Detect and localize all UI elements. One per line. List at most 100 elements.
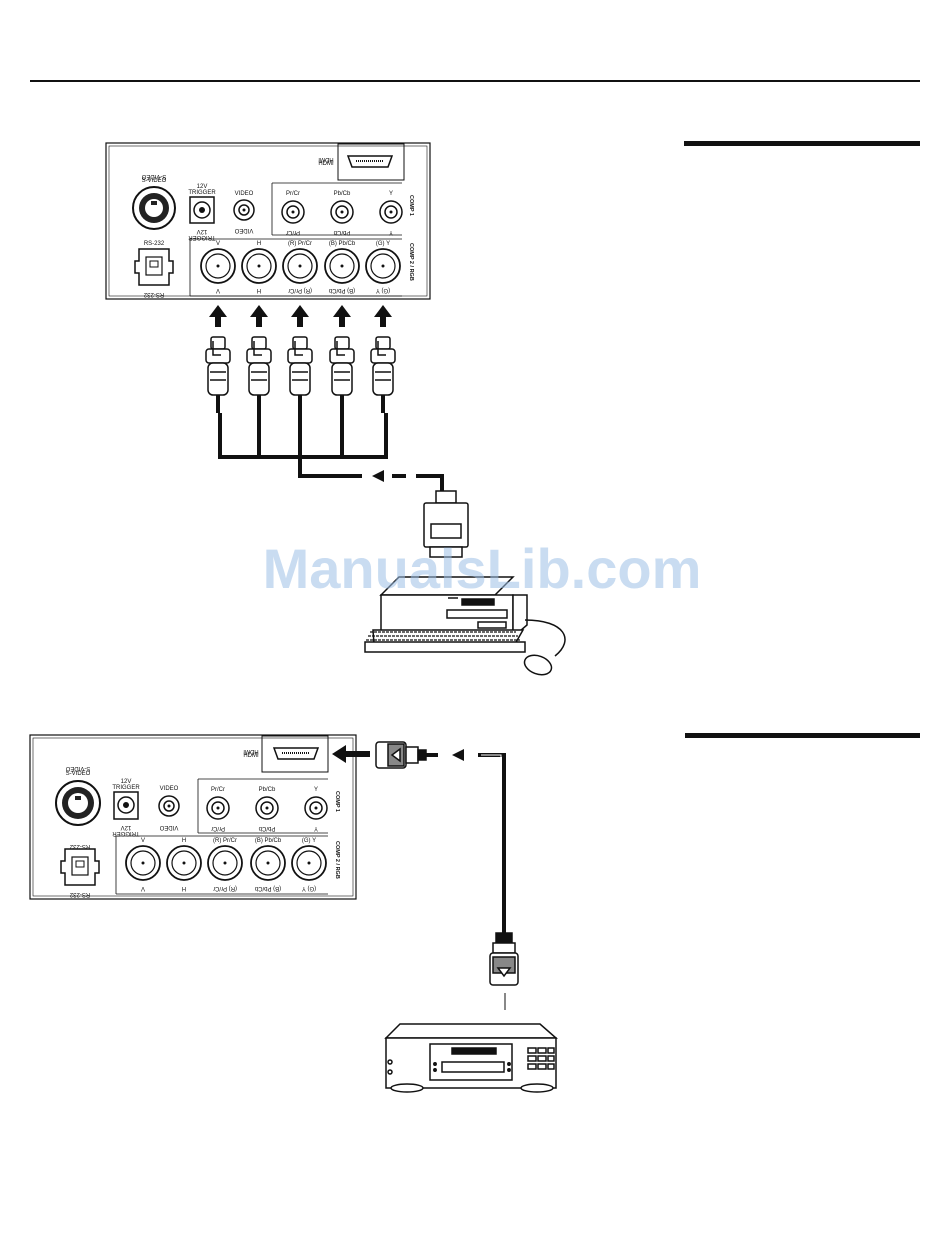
comp1b-title: COMP 1 bbox=[334, 791, 340, 812]
comp2-label-g: (G) Y bbox=[376, 241, 390, 247]
hdmi-port-2: HDMI HDMI bbox=[243, 735, 329, 773]
hdmi-port: HDMI HDMI bbox=[318, 143, 405, 181]
comp1-group: Pr/Cr Pb/Cb Y Pr/Cr Pb/Cb Y COMP 1 bbox=[271, 182, 414, 236]
input-panel-1: HDMI HDMI S-VIDEO S-VIDEO 12V TRIGGER 12… bbox=[105, 142, 431, 300]
comp1b-label-pb-mirror: Pb/Cb bbox=[258, 825, 275, 831]
comp2b-label-r: (R) Pr/Cr bbox=[213, 838, 237, 844]
trigger-label-2: TRIGGER bbox=[188, 190, 216, 196]
comp1b-label-y: Y bbox=[314, 787, 318, 793]
hdmi-label-mirror-2: HDMI bbox=[243, 748, 259, 754]
svideo-port: S-VIDEO S-VIDEO bbox=[132, 173, 176, 230]
section-bar-1 bbox=[684, 141, 920, 146]
bnc2-jack-r bbox=[207, 845, 243, 881]
rs232-port: RS-232 RS-232 bbox=[134, 241, 174, 297]
comp2b-label-h-mirror: H bbox=[182, 885, 186, 891]
comp1b-label-y-mirror: Y bbox=[314, 825, 318, 831]
video-jack: VIDEO VIDEO bbox=[233, 191, 255, 233]
trigger2-label-mirror-2: TRIGGER bbox=[112, 830, 140, 836]
rs232-label-mirror: RS-232 bbox=[143, 291, 164, 297]
comp1-label-pr-mirror: Pr/Cr bbox=[286, 229, 300, 235]
comp2b-label-b: (B) Pb/Cb bbox=[255, 838, 282, 844]
trigger2-label-1: 12V bbox=[121, 779, 132, 785]
bnc-jack-g bbox=[365, 248, 401, 284]
svideo-port-2: S-VIDEO S-VIDEO bbox=[55, 765, 101, 826]
rgbhv-cable bbox=[216, 395, 444, 492]
cable-direction-arrow bbox=[372, 470, 384, 482]
watermark: ManualsLib.com bbox=[263, 537, 702, 600]
trigger-label-mirror-1: 12V bbox=[197, 228, 208, 234]
comp2-label-r: (R) Pr/Cr bbox=[288, 241, 312, 247]
rs232-port-2: RS-232 RS-232 bbox=[60, 843, 100, 897]
video2-label-mirror: VIDEO bbox=[159, 824, 178, 830]
rs232-2-label-mirror-top: RS-232 bbox=[69, 843, 90, 849]
comp1-jack-y bbox=[379, 200, 403, 224]
comp2-label-v: V bbox=[216, 241, 220, 247]
comp1-label-pr: Pr/Cr bbox=[286, 191, 300, 197]
svideo-label: S-VIDEO bbox=[142, 178, 167, 184]
hdmi-plug-bottom bbox=[489, 932, 519, 986]
comp2b-label-b-mirror: (B) Pb/Cb bbox=[254, 885, 281, 891]
bnc-jack-b bbox=[324, 248, 360, 284]
hdmi-left-arrow bbox=[332, 745, 370, 763]
bnc-jack-v bbox=[200, 248, 236, 284]
comp2-label-h-mirror: H bbox=[257, 287, 261, 293]
comp2b-label-h: H bbox=[182, 838, 186, 844]
comp1-label-pb: Pb/Cb bbox=[334, 191, 351, 197]
bnc-plug-h bbox=[246, 336, 272, 396]
comp2-group: V H (R) Pr/Cr (B) Pb/Cb (G) Y V H (R) Pr… bbox=[189, 238, 414, 297]
comp2-title: COMP 2 / RGB bbox=[408, 243, 414, 281]
hdmi-plug-top bbox=[375, 741, 427, 769]
bnc-plugs bbox=[205, 336, 396, 396]
comp2b-label-g-mirror: (G) Y bbox=[302, 885, 316, 891]
trigger-jack-2: 12V TRIGGER 12V TRIGGER bbox=[112, 779, 141, 836]
trigger2-label-2: TRIGGER bbox=[112, 785, 140, 791]
video2-label: VIDEO bbox=[160, 786, 179, 792]
comp1b-label-pr-mirror: Pr/Cr bbox=[211, 825, 225, 831]
bnc-jack-h bbox=[241, 248, 277, 284]
svideo-label-mirror-2: S-VIDEO bbox=[65, 765, 90, 771]
computer bbox=[364, 576, 566, 676]
bnc2-jack-h bbox=[166, 845, 202, 881]
comp2b-label-v: V bbox=[141, 838, 145, 844]
hdmi-cable-core bbox=[481, 754, 502, 941]
comp1b-jack-pr bbox=[206, 796, 230, 820]
comp2-label-v-mirror: V bbox=[216, 287, 220, 293]
hdmi-cable-direction-arrow bbox=[452, 749, 464, 761]
video-label-mirror: VIDEO bbox=[234, 227, 253, 233]
video-jack-2: VIDEO VIDEO bbox=[158, 786, 180, 830]
comp1b-label-pb: Pb/Cb bbox=[259, 787, 276, 793]
hdmi-label-mirror: HDMI bbox=[318, 156, 334, 162]
rs232-label: RS-232 bbox=[144, 241, 165, 247]
comp1b-jack-pb bbox=[255, 796, 279, 820]
comp1-title: COMP 1 bbox=[408, 195, 414, 216]
comp1-group-2: Pr/Cr Pb/Cb Y Pr/Cr Pb/Cb Y COMP 1 bbox=[197, 778, 340, 834]
comp1-jack-pb bbox=[330, 200, 354, 224]
svideo-label-2: S-VIDEO bbox=[66, 771, 91, 777]
vga-connector bbox=[423, 490, 469, 558]
dvd-player bbox=[384, 1023, 558, 1093]
bnc2-jack-g bbox=[291, 845, 327, 881]
hdmi-cable bbox=[478, 753, 506, 941]
bnc2-jack-b bbox=[250, 845, 286, 881]
trigger-jack: 12V TRIGGER 12V TRIGGER bbox=[188, 184, 217, 240]
trigger-label-mirror-2: TRIGGER bbox=[188, 234, 216, 240]
input-panel-2: HDMI HDMI S-VIDEO S-VIDEO 12V TRIGGER 12… bbox=[29, 734, 357, 900]
comp2b-label-g: (G) Y bbox=[302, 838, 316, 844]
comp1-label-y-mirror: Y bbox=[389, 229, 393, 235]
comp2-label-h: H bbox=[257, 241, 261, 247]
comp2-label-r-mirror: (R) Pr/Cr bbox=[288, 287, 312, 293]
comp2-label-b: (B) Pb/Cb bbox=[329, 241, 356, 247]
bnc-plug-b bbox=[329, 336, 355, 396]
trigger2-label-mirror-1: 12V bbox=[121, 824, 132, 830]
comp2b-label-v-mirror: V bbox=[141, 885, 145, 891]
video-label: VIDEO bbox=[235, 191, 254, 197]
hdmi-label-2: HDMI bbox=[243, 753, 259, 759]
comp1-label-pb-mirror: Pb/Cb bbox=[333, 229, 350, 235]
bnc-plug-r bbox=[287, 336, 313, 396]
svideo-label-mirror: S-VIDEO bbox=[141, 173, 166, 179]
bnc-plug-g bbox=[370, 336, 396, 396]
comp2b-label-r-mirror: (R) Pr/Cr bbox=[213, 885, 237, 891]
comp1-jack-pr bbox=[281, 200, 305, 224]
bnc-jack-r bbox=[282, 248, 318, 284]
